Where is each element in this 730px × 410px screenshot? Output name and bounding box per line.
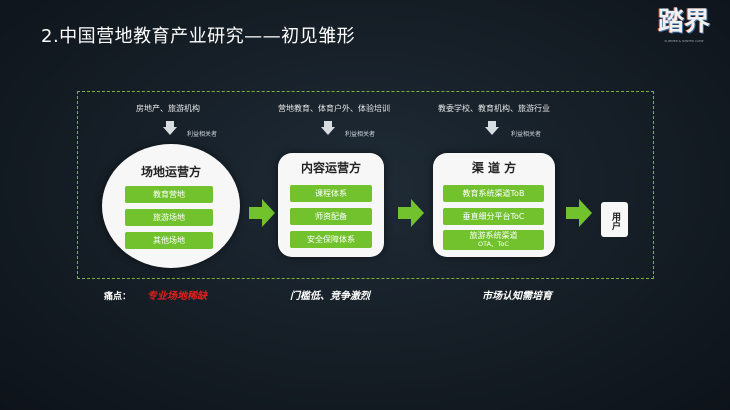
channel-item-tourism-line1: 旅游系统渠道 [469, 231, 518, 240]
channel-item-vertical-platform: 垂直细分平台ToC [443, 208, 544, 225]
right-arrow-icon [566, 199, 592, 227]
content-item-teachers: 师资配备 [290, 208, 372, 225]
down-arrow-icon [163, 121, 177, 135]
down-arrow-icon [485, 121, 499, 135]
pain-point-venue: 专业场地稀缺 [147, 291, 207, 302]
logo-text: 踏界 [657, 7, 710, 37]
source-label-channel: 教委学校、教育机构、旅游行业 [438, 104, 550, 113]
stakeholder-label: 利益相关者 [511, 131, 542, 138]
content-operator-title: 内容运营方 [300, 161, 361, 175]
source-label-content: 营地教育、体育户外、体验培训 [278, 104, 390, 113]
venue-item-other-site: 其他场地 [125, 232, 213, 249]
channel-item-education-system: 教育系统渠道ToB [443, 185, 544, 202]
pain-point-channel: 市场认知需培育 [482, 291, 552, 302]
logo: 踏界 SUMMER & WINTER CAMP [648, 6, 720, 50]
venue-operator-title: 场地运营方 [140, 165, 201, 179]
down-arrow-icon [321, 121, 335, 135]
pain-point-content: 门槛低、竞争激烈 [290, 291, 370, 302]
content-item-safety: 安全保障体系 [290, 231, 372, 248]
stakeholder-label: 利益相关者 [345, 131, 376, 138]
venue-item-education-camp: 教育营地 [125, 186, 213, 203]
source-label-venue: 房地产、旅游机构 [136, 104, 200, 113]
diagram-frame [77, 91, 654, 279]
channel-item-tourism-system: 旅游系统渠道 OTA、ToC [443, 230, 544, 250]
logo-subtext: SUMMER & WINTER CAMP [664, 39, 704, 43]
venue-item-tourism-site: 旅游场地 [125, 209, 213, 226]
stakeholder-label: 利益相关者 [187, 131, 218, 138]
channel-title: 渠 道 方 [471, 161, 517, 175]
page-title: 2.中国营地教育产业研究——初见雏形 [41, 26, 356, 47]
right-arrow-icon [398, 199, 424, 227]
right-arrow-icon [249, 199, 275, 227]
pain-points-label: 痛点： [104, 292, 132, 302]
content-item-curriculum: 课程体系 [290, 185, 372, 202]
channel-item-tourism-line2: OTA、ToC [478, 240, 509, 248]
user-box: 用户 [601, 202, 628, 237]
